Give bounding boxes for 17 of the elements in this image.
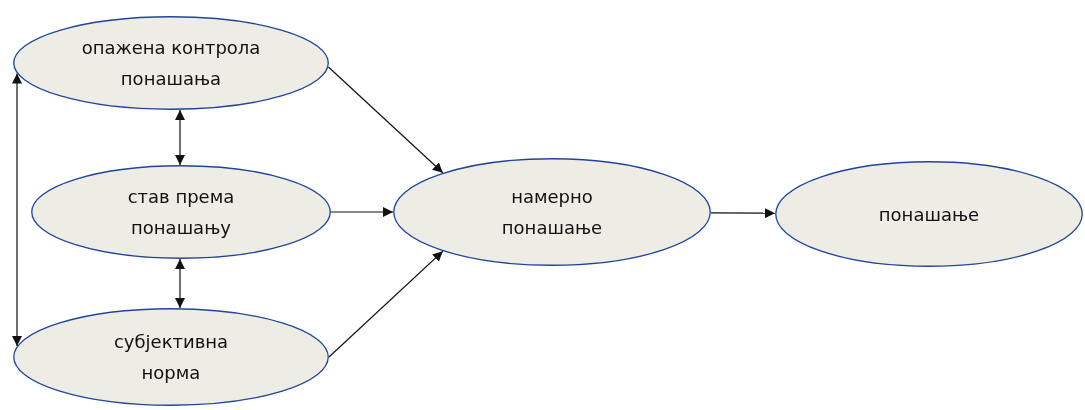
ellipse-node xyxy=(13,16,329,110)
arrow xyxy=(710,208,776,219)
ellipse-node xyxy=(13,308,329,406)
node-label: став према понашању xyxy=(126,185,236,240)
arrow xyxy=(327,66,444,174)
ellipse-node xyxy=(393,158,711,266)
arrow xyxy=(12,72,22,347)
arrow xyxy=(175,109,185,166)
arrow xyxy=(175,258,185,309)
node-label: намерно понашање xyxy=(500,185,604,240)
ellipse-node xyxy=(775,161,1083,267)
node-label: опажена контрола понашања xyxy=(80,36,262,91)
arrow xyxy=(330,207,394,217)
node-label: субјективна норма xyxy=(112,330,230,385)
ellipse-node xyxy=(31,165,331,259)
node-label: понашање xyxy=(877,202,981,227)
arrow xyxy=(328,250,444,358)
